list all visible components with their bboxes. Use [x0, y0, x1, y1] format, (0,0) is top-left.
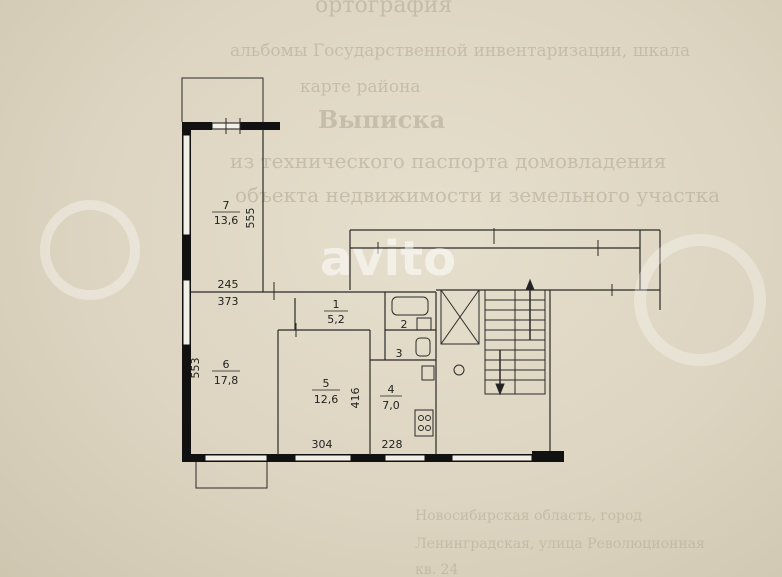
- chute: [453, 364, 465, 376]
- bg-line-1: ортография: [315, 0, 452, 18]
- dim-553: 553: [189, 358, 202, 379]
- dim-245: 245: [218, 278, 239, 291]
- fixtures: [391, 289, 480, 437]
- room-7-number: 7: [223, 199, 230, 212]
- bg-line-4: из технического паспорта домовладения: [230, 149, 666, 173]
- bg-line-3: карте района: [300, 77, 421, 97]
- staircase: [484, 278, 546, 396]
- bg-line-5: объекта недвижимости и земельного участк…: [235, 183, 720, 207]
- stove: [414, 409, 434, 437]
- room-6-area: 17,8: [214, 374, 239, 387]
- bg-line-2: альбомы Государственной инвентаризации, …: [230, 41, 690, 61]
- dim-373: 373: [218, 295, 239, 308]
- dim-304: 304: [312, 438, 333, 451]
- bg-heading: Выписка: [318, 105, 445, 134]
- bottom-balcony: [195, 462, 268, 489]
- interior-partitions: [190, 128, 661, 455]
- dimension-labels: 555 245 373 553 416 304 228: [189, 208, 403, 452]
- room-6-number: 6: [223, 358, 230, 371]
- room-7-area: 13,6: [214, 214, 239, 227]
- room-4-number: 4: [388, 383, 395, 396]
- watermark-text: avito: [320, 231, 456, 287]
- balconies: [181, 77, 268, 489]
- room-1-area: 5,2: [327, 313, 345, 326]
- dim-555: 555: [244, 208, 257, 229]
- elevator-shaft: [440, 289, 480, 345]
- sink: [416, 317, 432, 331]
- kitchen-sink: [421, 365, 435, 381]
- room-3-number: 3: [396, 347, 403, 360]
- dim-416: 416: [349, 388, 362, 409]
- background-document-text: ортография альбомы Государственной инвен…: [230, 0, 720, 577]
- bathtub: [391, 296, 429, 316]
- room-4-area: 7,0: [382, 399, 400, 412]
- room-2-number: 2: [401, 318, 408, 331]
- watermark: avito: [40, 200, 766, 366]
- bg-footer-2: Ленинградская, улица Революционная: [415, 536, 705, 552]
- room-labels: 7 13,6 6 17,8 1 5,2 2 3 5 12,6 4 7,0: [212, 199, 408, 412]
- room-1-number: 1: [333, 298, 340, 311]
- bg-footer-1: Новосибирская область, город: [415, 508, 642, 524]
- room-5-number: 5: [323, 377, 330, 390]
- dim-228: 228: [382, 438, 403, 451]
- dimension-ticks: [225, 118, 613, 455]
- window-piers: [182, 245, 452, 462]
- top-balcony: [181, 77, 264, 122]
- toilet: [415, 337, 431, 357]
- room-5-area: 12,6: [314, 393, 339, 406]
- bg-footer-3: кв. 24: [415, 562, 458, 577]
